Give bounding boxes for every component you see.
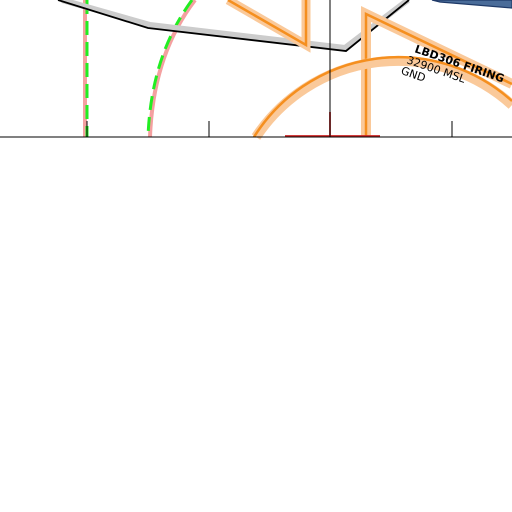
restricted-zone-upper	[225, 0, 311, 53]
green-dashed-curve	[146, 0, 194, 138]
boundary-line	[57, 0, 410, 52]
map-grid-axis	[0, 121, 512, 138]
restricted-zone-circle	[251, 55, 512, 140]
pink-boundary-curve	[148, 0, 197, 138]
blue-feature	[431, 0, 512, 9]
restricted-zone-lbd306	[361, 6, 512, 137]
